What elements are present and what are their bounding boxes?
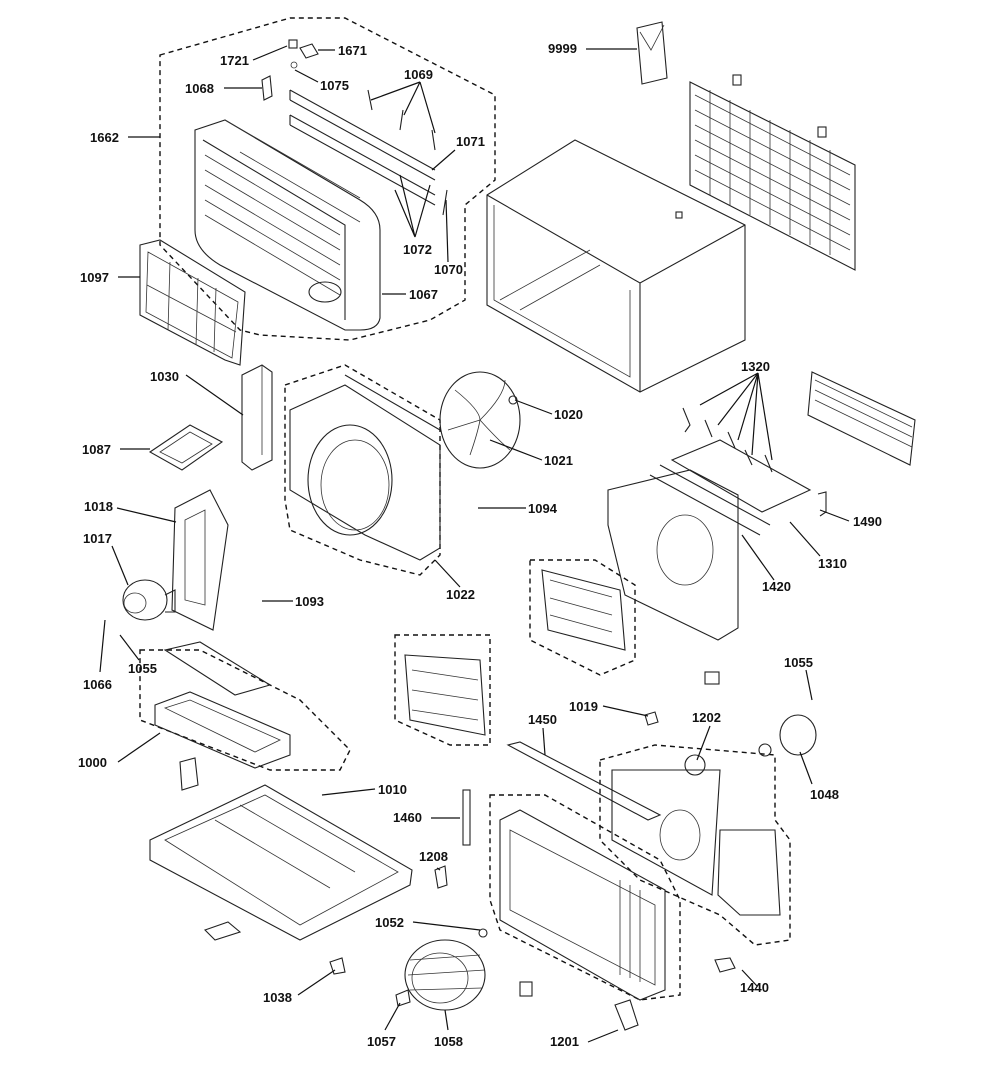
- label-1052: 1052: [375, 915, 404, 930]
- blower-wheel: [395, 939, 486, 1011]
- label-1069: 1069: [404, 67, 433, 82]
- label-1420: 1420: [762, 579, 791, 594]
- label-1019: 1019: [569, 699, 598, 714]
- label-1087: 1087: [82, 442, 111, 457]
- label-1097: 1097: [80, 270, 109, 285]
- label-1058: 1058: [434, 1034, 463, 1049]
- label-1671: 1671: [338, 43, 367, 58]
- small-hardware: [179, 211, 736, 1031]
- label-1020: 1020: [554, 407, 583, 422]
- label-1000: 1000: [78, 755, 107, 770]
- control-assembly: [404, 569, 626, 736]
- label-1057: 1057: [367, 1034, 396, 1049]
- label-1070: 1070: [434, 262, 463, 277]
- label-1320: 1320: [741, 359, 770, 374]
- label-1038: 1038: [263, 990, 292, 1005]
- partition-panel: [607, 439, 812, 641]
- label-1208: 1208: [419, 849, 448, 864]
- rear-grille: [689, 74, 856, 271]
- leader-lines: [99, 45, 850, 1043]
- side-curtain-strips: [289, 89, 436, 206]
- coil-and-clips: [682, 371, 916, 517]
- label-1072: 1072: [403, 242, 432, 257]
- label-1093: 1093: [295, 594, 324, 609]
- label-1460: 1460: [393, 810, 422, 825]
- label-1055-right: 1055: [784, 655, 813, 670]
- label-1022: 1022: [446, 587, 475, 602]
- label-1055-left: 1055: [128, 661, 157, 676]
- label-1067: 1067: [409, 287, 438, 302]
- condenser-shroud: [289, 374, 441, 561]
- condenser-fan: [439, 371, 521, 469]
- evap-shroud-group-outline: [599, 744, 791, 946]
- manual-sheet: [636, 21, 668, 85]
- label-1066: 1066: [83, 677, 112, 692]
- label-1440: 1440: [740, 980, 769, 995]
- switch-group-outline: [394, 634, 491, 746]
- label-1662: 1662: [90, 130, 119, 145]
- front-grille: [194, 119, 381, 331]
- control-box-group-outline: [529, 559, 636, 676]
- front-grille-group-outline: [159, 17, 496, 341]
- drain-pan-group-outline: [139, 649, 351, 771]
- part-labels: 1721 1671 1075 1068 1069 9999 1662 1071 …: [78, 41, 882, 1049]
- label-1030: 1030: [150, 369, 179, 384]
- label-1010: 1010: [378, 782, 407, 797]
- label-1048: 1048: [810, 787, 839, 802]
- label-1310: 1310: [818, 556, 847, 571]
- label-1094: 1094: [528, 501, 558, 516]
- filter: [139, 239, 246, 366]
- base-pan: [149, 784, 413, 941]
- evaporator-shroud: [611, 714, 817, 916]
- label-1490: 1490: [853, 514, 882, 529]
- label-1071: 1071: [456, 134, 485, 149]
- blower-housing-group-outline: [489, 794, 681, 1001]
- label-1021: 1021: [544, 453, 573, 468]
- label-1721: 1721: [220, 53, 249, 68]
- grille-clips: [261, 39, 448, 216]
- motor-mount: [171, 489, 229, 631]
- fan-motor: [122, 579, 176, 621]
- cabinet: [486, 139, 746, 393]
- blower-housing: [462, 741, 666, 1001]
- label-1068: 1068: [185, 81, 214, 96]
- label-9999: 9999: [548, 41, 577, 56]
- label-1201: 1201: [550, 1034, 579, 1049]
- label-1018: 1018: [84, 499, 113, 514]
- label-1017: 1017: [83, 531, 112, 546]
- label-1202: 1202: [692, 710, 721, 725]
- side-bracket: [241, 364, 273, 471]
- shroud-group-outline: [284, 364, 441, 576]
- drain-trough: [154, 641, 291, 769]
- cover-plate: [148, 424, 224, 471]
- label-1075: 1075: [320, 78, 349, 93]
- label-1450: 1450: [528, 712, 557, 727]
